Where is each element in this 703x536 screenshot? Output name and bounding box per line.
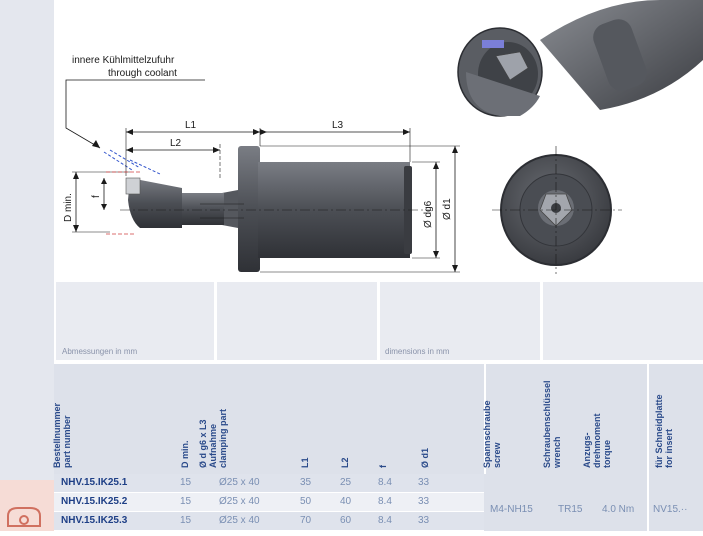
header-accessories (486, 364, 647, 474)
panel-cell-2 (217, 282, 377, 360)
technical-drawing: innere Kühlmittelzufuhr through coolant … (54, 0, 703, 282)
dim-l3: L3 (332, 120, 344, 131)
dim-f: f (91, 195, 102, 198)
torque-value: 4.0 Nm (602, 504, 635, 515)
col-l2: L2 (340, 457, 350, 468)
panel-cell-4 (543, 282, 703, 360)
col-dmin: D min. (180, 440, 190, 468)
insert-value: NV15.·· (653, 504, 688, 515)
dim-d1: Ø d1 (442, 198, 453, 220)
table-row[interactable]: NHV.15.IK25.3 15 Ø25 x 40 70 60 8.4 33 (54, 512, 484, 530)
coolant-label-en: through coolant (108, 68, 177, 79)
col-l1: L1 (300, 457, 310, 468)
col-d1: Ø d1 (420, 447, 430, 468)
wrench-value: TR15 (558, 504, 583, 515)
insert-cell: NV15.·· (649, 474, 703, 531)
panel-cell-1: Abmessungen in mm (56, 282, 214, 360)
dim-dmin: D min. (63, 193, 74, 222)
dim-l2: L2 (170, 138, 182, 149)
image-panel: Abmessungen in mm dimensions in mm (54, 282, 703, 362)
units-label-de: Abmessungen in mm (62, 347, 138, 356)
table-row[interactable]: NHV.15.IK25.2 15 Ø25 x 40 50 40 8.4 33 (54, 493, 484, 511)
header-main (54, 364, 484, 474)
left-sidebar (0, 0, 54, 531)
col-f: f (378, 465, 388, 468)
units-label-en: dimensions in mm (385, 347, 450, 356)
dim-dg6: Ø dg6 (423, 200, 434, 228)
screw-value: M4-NH15 (490, 504, 533, 515)
table-body: NHV.15.IK25.1 15 Ø25 x 40 35 25 8.4 33 N… (54, 474, 703, 531)
dim-l1: L1 (185, 120, 197, 131)
sidebar-tab[interactable] (0, 480, 54, 531)
tool-icon (7, 507, 41, 527)
accessories-cell: M4-NH15 TR15 4.0 Nm (484, 474, 647, 531)
panel-cell-3: dimensions in mm (380, 282, 540, 360)
table-row[interactable]: NHV.15.IK25.1 15 Ø25 x 40 35 25 8.4 33 (54, 474, 484, 492)
coolant-label-de: innere Kühlmittelzufuhr (72, 55, 175, 66)
header-insert (649, 364, 703, 474)
